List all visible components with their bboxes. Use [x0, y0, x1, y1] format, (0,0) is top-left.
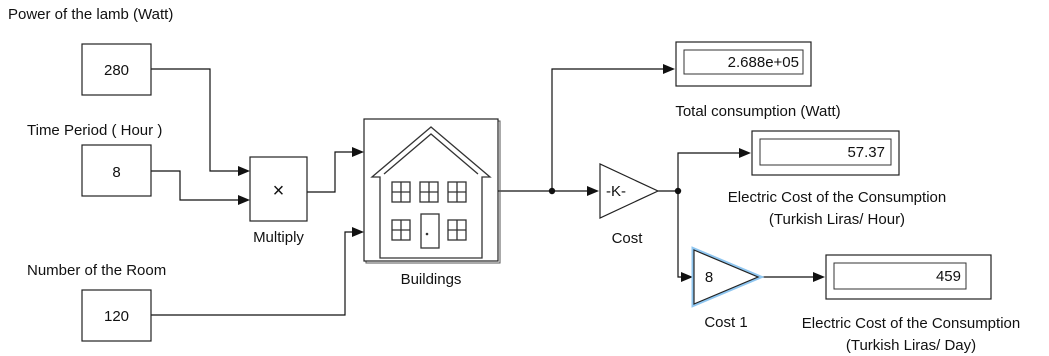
arrowhead [238, 195, 250, 205]
multiply-block[interactable]: × Multiply [249, 156, 308, 246]
wire-to-cost1-gain[interactable] [677, 191, 682, 278]
display-field [683, 49, 804, 75]
block-label: Buildings [401, 271, 462, 288]
door-knob [425, 232, 429, 236]
block-label-line-2: (Turkish Liras/ Day) [846, 337, 976, 354]
wire-power-to-multiply[interactable] [151, 68, 240, 172]
display-cost-per-hour[interactable]: 57.37 Electric Cost of the Consumption (… [728, 130, 946, 228]
block-label: Cost [612, 230, 644, 247]
block-label: Number of the Room [27, 262, 166, 279]
block-label: Time Period ( Hour ) [27, 122, 162, 139]
arrowhead [813, 272, 825, 282]
constant-value: 280 [104, 62, 129, 79]
arrowhead [681, 272, 693, 282]
house-icon [370, 126, 492, 259]
arrowhead [238, 166, 250, 176]
constant-value: 120 [104, 308, 129, 325]
display-value: 2.688e+05 [728, 54, 799, 71]
cost1-gain-block[interactable]: 8 Cost 1 [691, 246, 765, 331]
constant-block-power[interactable]: Power of the lamb (Watt) 280 [8, 6, 173, 96]
arrowhead [587, 186, 599, 196]
buildings-subsystem-block[interactable]: Buildings [363, 118, 501, 288]
display-field [833, 262, 967, 290]
block-label: Total consumption (Watt) [675, 103, 840, 120]
gain-symbol: -K- [606, 183, 626, 200]
cost-gain-block[interactable]: -K- Cost [599, 163, 660, 247]
block-label: Multiply [253, 229, 304, 246]
wire-multiply-to-buildings[interactable] [307, 151, 354, 193]
wire-time-to-multiply[interactable] [151, 170, 240, 201]
arrowhead [352, 227, 364, 237]
block-label-line-2: (Turkish Liras/ Hour) [769, 211, 905, 228]
arrowhead [663, 64, 675, 74]
display-total-consumption[interactable]: 2.688e+05 Total consumption (Watt) [675, 41, 841, 120]
arrowhead [739, 148, 751, 158]
wire-rooms-to-buildings[interactable] [151, 231, 354, 316]
multiply-symbol: × [273, 180, 285, 202]
display-field [759, 138, 892, 166]
block-label: Cost 1 [704, 314, 747, 331]
constant-block-rooms[interactable]: Number of the Room 120 [27, 262, 166, 342]
display-cost-per-day[interactable]: 459 Electric Cost of the Consumption (Tu… [802, 254, 1020, 354]
constant-block-time[interactable]: Time Period ( Hour ) 8 [27, 122, 162, 197]
wire-to-total-display[interactable] [551, 68, 664, 191]
display-value: 459 [936, 268, 961, 285]
signal-wires [151, 64, 825, 316]
display-value: 57.37 [847, 144, 885, 161]
block-label-line-1: Electric Cost of the Consumption [728, 189, 946, 206]
wire-to-hour-display[interactable] [677, 152, 740, 191]
block-label-line-1: Electric Cost of the Consumption [802, 315, 1020, 332]
gain-symbol: 8 [705, 269, 713, 286]
block-label: Power of the lamb (Watt) [8, 6, 173, 23]
arrowhead [352, 147, 364, 157]
constant-value: 8 [112, 164, 120, 181]
